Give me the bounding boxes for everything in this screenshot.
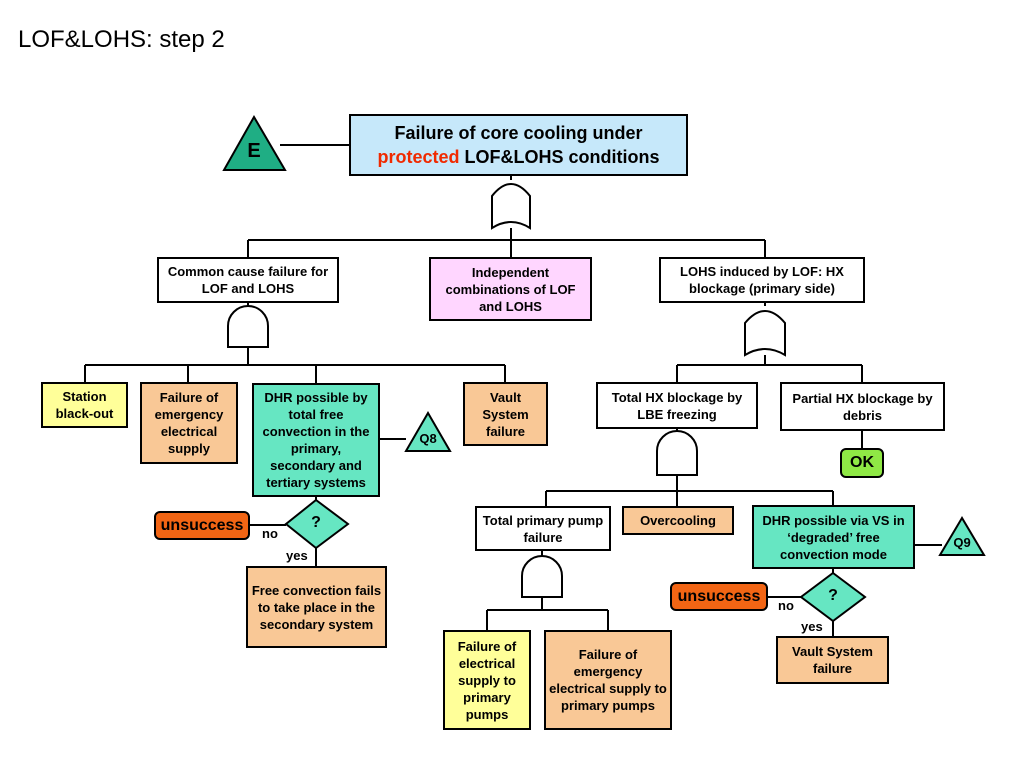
common-cause-failure-box: Common cause failure for LOF and LOHS [157, 257, 339, 303]
independent-combinations-box: Independent combinations of LOF and LOHS [429, 257, 592, 321]
top-event-line2: protected LOF&LOHS conditions [377, 145, 659, 169]
emergency-supply-pumps-failure-box: Failure of emergency electrical supply t… [544, 630, 672, 730]
total-pump-failure-box: Total primary pump failure [475, 506, 611, 551]
and-gate-pump-failure [521, 555, 563, 598]
decision-diamond-right [799, 571, 867, 623]
transfer-triangle-e [222, 114, 287, 171]
top-event-line2-rest: LOF&LOHS conditions [459, 147, 660, 167]
dhr-via-vs-box: DHR possible via VS in ‘degraded’ free c… [752, 505, 915, 569]
partial-hx-blockage-box: Partial HX blockage by debris [780, 382, 945, 431]
yes-label-right: yes [801, 619, 823, 634]
transfer-triangle-q9 [938, 516, 986, 556]
top-event-box: Failure of core cooling under protected … [349, 114, 688, 176]
yes-label-left: yes [286, 548, 308, 563]
total-hx-blockage-box: Total HX blockage by LBE freezing [596, 382, 758, 429]
and-gate-common-cause [227, 305, 269, 348]
or-gate-top [491, 183, 531, 230]
unsuccess-badge-right: unsuccess [670, 582, 768, 611]
unsuccess-badge-left: unsuccess [154, 511, 250, 540]
no-label-right: no [778, 598, 794, 613]
page-title: LOF&LOHS: step 2 [18, 26, 225, 53]
dhr-total-free-convection-box: DHR possible by total free convection in… [252, 383, 380, 497]
no-label-left: no [262, 526, 278, 541]
vault-system-failure-box-left: Vault System failure [463, 382, 548, 446]
emergency-supply-failure-box: Failure of emergency electrical supply [140, 382, 238, 464]
station-blackout-box: Station black-out [41, 382, 128, 428]
or-gate-lohs-induced [744, 310, 786, 357]
lohs-induced-box: LOHS induced by LOF: HX blockage (primar… [659, 257, 865, 303]
top-event-line1: Failure of core cooling under [394, 123, 643, 143]
ok-badge: OK [840, 448, 884, 478]
free-convection-fails-box: Free convection fails to take place in t… [246, 566, 387, 648]
and-gate-total-hx [656, 430, 698, 476]
overcooling-box: Overcooling [622, 506, 734, 535]
electrical-supply-pumps-failure-box: Failure of electrical supply to primary … [443, 630, 531, 730]
decision-diamond-left [284, 498, 350, 550]
transfer-triangle-q8 [404, 411, 452, 452]
top-event-protected-word: protected [377, 147, 460, 167]
vault-system-failure-box-right: Vault System failure [776, 636, 889, 684]
